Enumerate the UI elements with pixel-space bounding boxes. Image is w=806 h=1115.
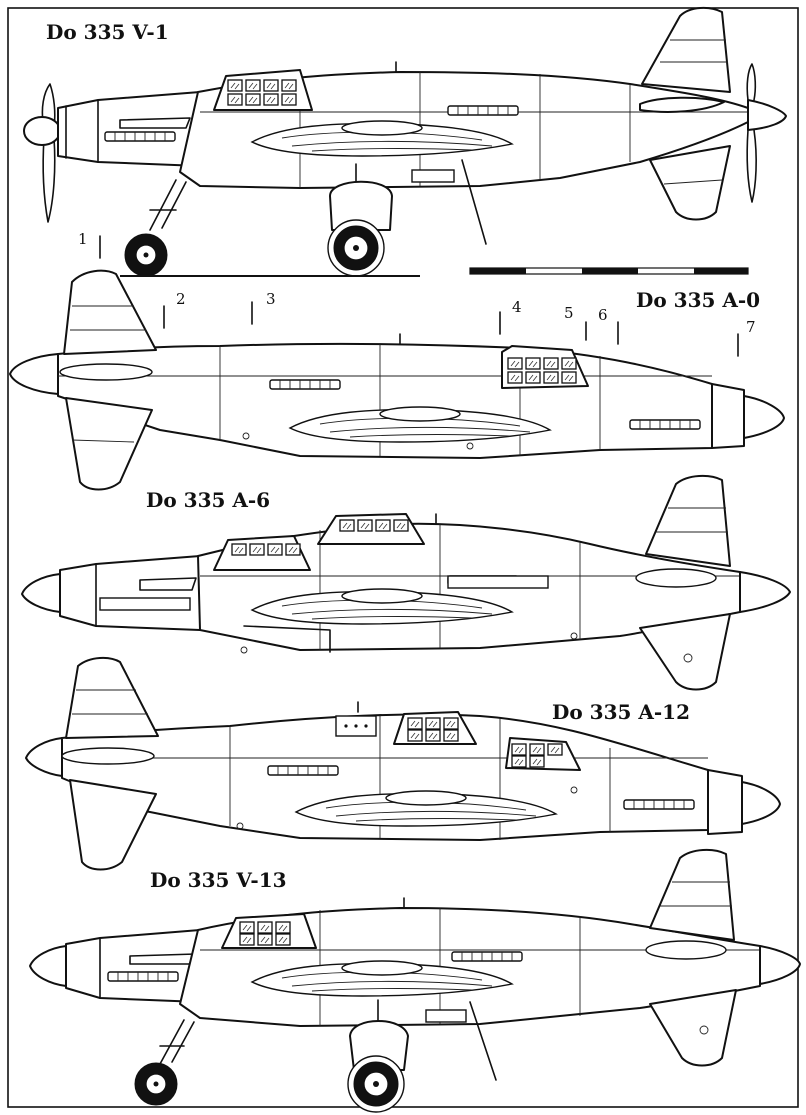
station-markers (99, 235, 739, 357)
profile-do335-v1 (23, 6, 787, 277)
label-do335-v1: Do 335 V-1 (46, 20, 169, 44)
station-7: 7 (746, 318, 756, 336)
label-do335-a0: Do 335 A-0 (636, 288, 761, 312)
profile-do335-a12 (25, 656, 781, 871)
station-6: 6 (598, 306, 608, 324)
label-do335-a12: Do 335 A-12 (552, 700, 691, 724)
profile-do335-v13 (29, 848, 801, 1113)
label-do335-v13: Do 335 V-13 (150, 868, 287, 892)
profile-do335-a6 (21, 474, 791, 691)
station-5: 5 (564, 304, 574, 322)
scale-bar (469, 267, 749, 275)
station-2: 2 (176, 290, 186, 308)
profile-do335-a0 (9, 269, 785, 491)
station-3: 3 (266, 290, 276, 308)
station-4: 4 (512, 298, 522, 316)
station-1: 1 (78, 230, 88, 248)
label-do335-a6: Do 335 A-6 (146, 488, 271, 512)
